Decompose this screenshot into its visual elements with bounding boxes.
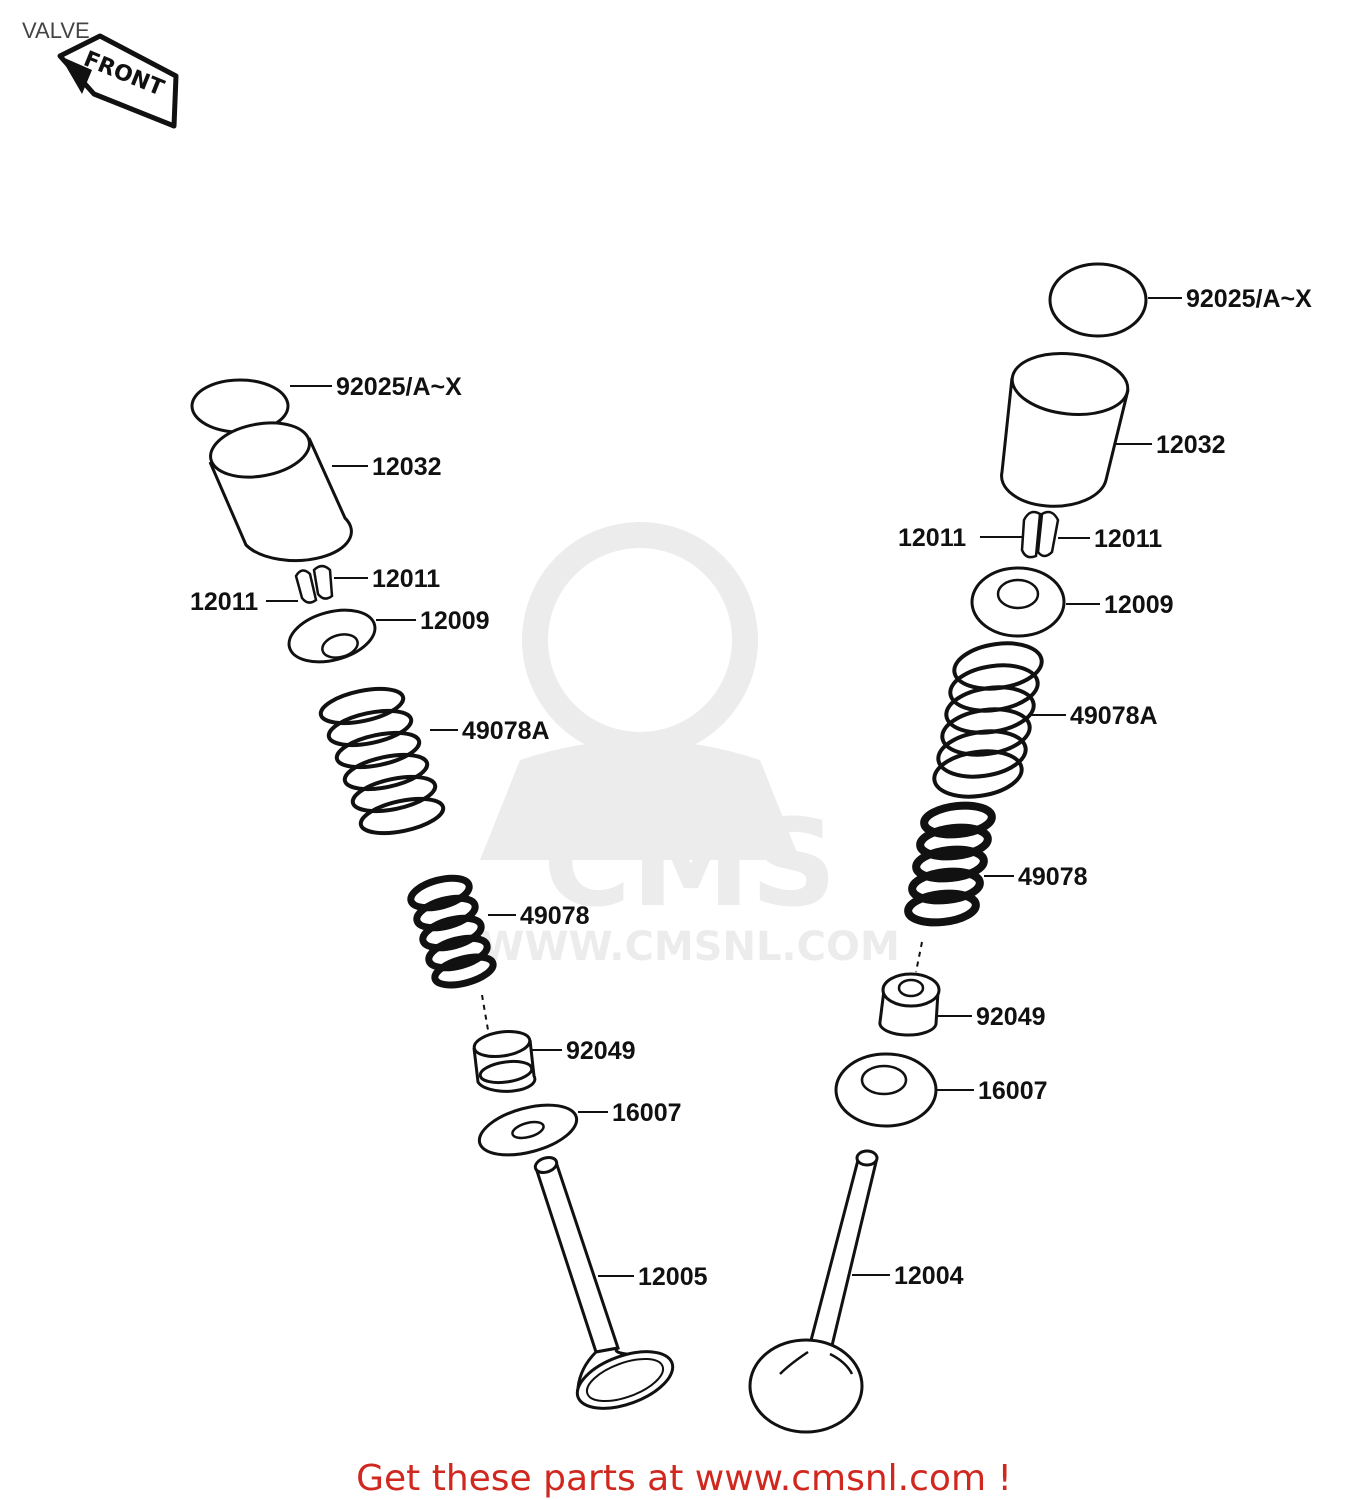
left-inner-spring[interactable] (407, 873, 497, 991)
right-tappet[interactable] (1000, 348, 1131, 508)
right-shim-label: 92025/A~X (1186, 285, 1312, 313)
left-shim-label: 92025/A~X (336, 373, 462, 401)
right-outer-spring-label: 49078A (1070, 702, 1158, 730)
left-valve-label: 12005 (638, 1263, 708, 1291)
right-retainer[interactable] (970, 566, 1066, 638)
front-arrow-shape (57, 33, 179, 129)
front-arrow-head (60, 56, 92, 94)
watermark-brand: CMS (543, 795, 837, 934)
left-stem-seal[interactable] (472, 1028, 537, 1093)
left-outer-spring-label: 49078A (462, 717, 550, 745)
left-stem-seal-label: 92049 (566, 1037, 636, 1065)
right-outer-spring[interactable] (931, 638, 1044, 802)
left-cotters[interactable] (294, 564, 334, 604)
watermark-mascot-body (480, 740, 800, 860)
watermark-url: WWW.CMSNL.COM (480, 924, 900, 970)
left-retainer-label: 12009 (420, 607, 490, 635)
page-title: VALVE (22, 18, 90, 43)
left-valve[interactable] (533, 1155, 680, 1420)
watermark-mascot-head (522, 522, 758, 758)
left-retainer[interactable] (283, 601, 380, 670)
left-spring-seat-label: 16007 (612, 1099, 682, 1127)
left-tappet[interactable] (206, 416, 353, 563)
right-shim[interactable] (1048, 262, 1148, 338)
footer-link[interactable]: Get these parts at www.cmsnl.com ! (356, 1458, 1012, 1499)
right-spring-seat-label: 16007 (978, 1077, 1048, 1105)
left-inner-spring-label: 49078 (520, 902, 590, 930)
right-retainer-label: 12009 (1104, 591, 1174, 619)
right-valve-label: 12004 (894, 1262, 964, 1290)
right-valve[interactable] (748, 1149, 879, 1434)
right-cotter-left-label: 12011 (898, 524, 966, 552)
right-assembly: 92025/A~X 12032 12011 12011 12009 (748, 262, 1312, 1434)
watermark: CMS WWW.CMSNL.COM (480, 522, 900, 970)
left-tappet-label: 12032 (372, 453, 442, 481)
left-cotter-left-label: 12011 (190, 588, 258, 616)
right-cotters[interactable] (1020, 510, 1060, 559)
right-tappet-label: 12032 (1156, 431, 1226, 459)
right-inner-spring-label: 49078 (1018, 863, 1088, 891)
left-spring-seat[interactable] (474, 1096, 582, 1164)
right-inner-spring[interactable] (904, 801, 996, 927)
front-arrow: FRONT (57, 33, 179, 129)
left-outer-spring[interactable] (318, 683, 446, 840)
left-assembly: 92025/A~X 12032 12011 12011 12009 (190, 373, 708, 1420)
right-spring-seat[interactable] (834, 1052, 938, 1128)
right-stem-seal-label: 92049 (976, 1003, 1046, 1031)
right-cotter-right-label: 12011 (1094, 525, 1162, 553)
right-stem-seal[interactable] (878, 972, 941, 1037)
left-cotter-right-label: 12011 (372, 565, 440, 593)
